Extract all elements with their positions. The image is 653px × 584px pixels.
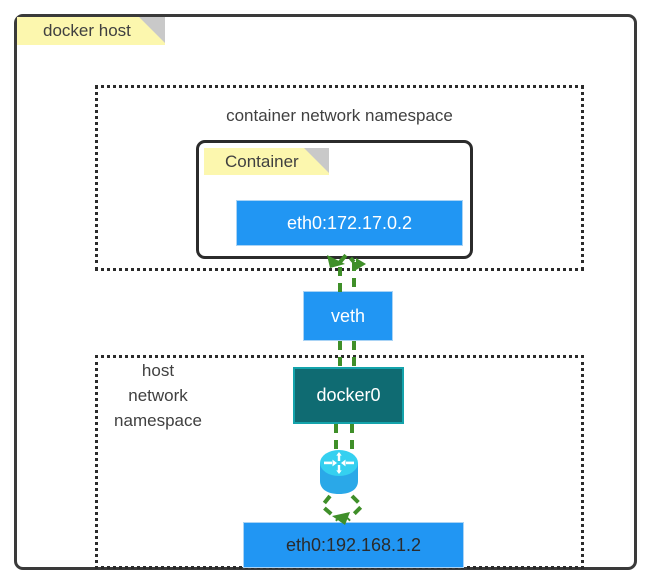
container-eth0-label: eth0:172.17.0.2 [286, 212, 413, 233]
host-namespace-title-line-3: namespace [114, 411, 202, 430]
docker-host-tag: docker host [17, 17, 165, 45]
host-eth0-node: eth0:192.168.1.2 [243, 522, 464, 568]
router-icon [315, 447, 363, 503]
note-fold-icon [303, 148, 329, 173]
host-namespace-title-line-2: network [128, 386, 188, 405]
container-tag-label: Container [225, 152, 299, 171]
docker-host-tag-label: docker host [43, 21, 131, 40]
veth-node: veth [303, 291, 393, 341]
container-network-namespace-title: container network namespace [226, 106, 453, 125]
host-namespace-title-line-1: host [141, 361, 175, 380]
docker0-bridge-node: docker0 [293, 367, 404, 424]
note-fold-icon [138, 17, 165, 43]
veth-label: veth [330, 305, 366, 326]
container-eth0-node: eth0:172.17.0.2 [236, 200, 463, 246]
host-network-namespace-title: host network namespace [98, 358, 218, 433]
docker0-label: docker0 [316, 385, 381, 405]
container-tag: Container [204, 148, 329, 175]
host-eth0-label: eth0:192.168.1.2 [285, 534, 422, 555]
